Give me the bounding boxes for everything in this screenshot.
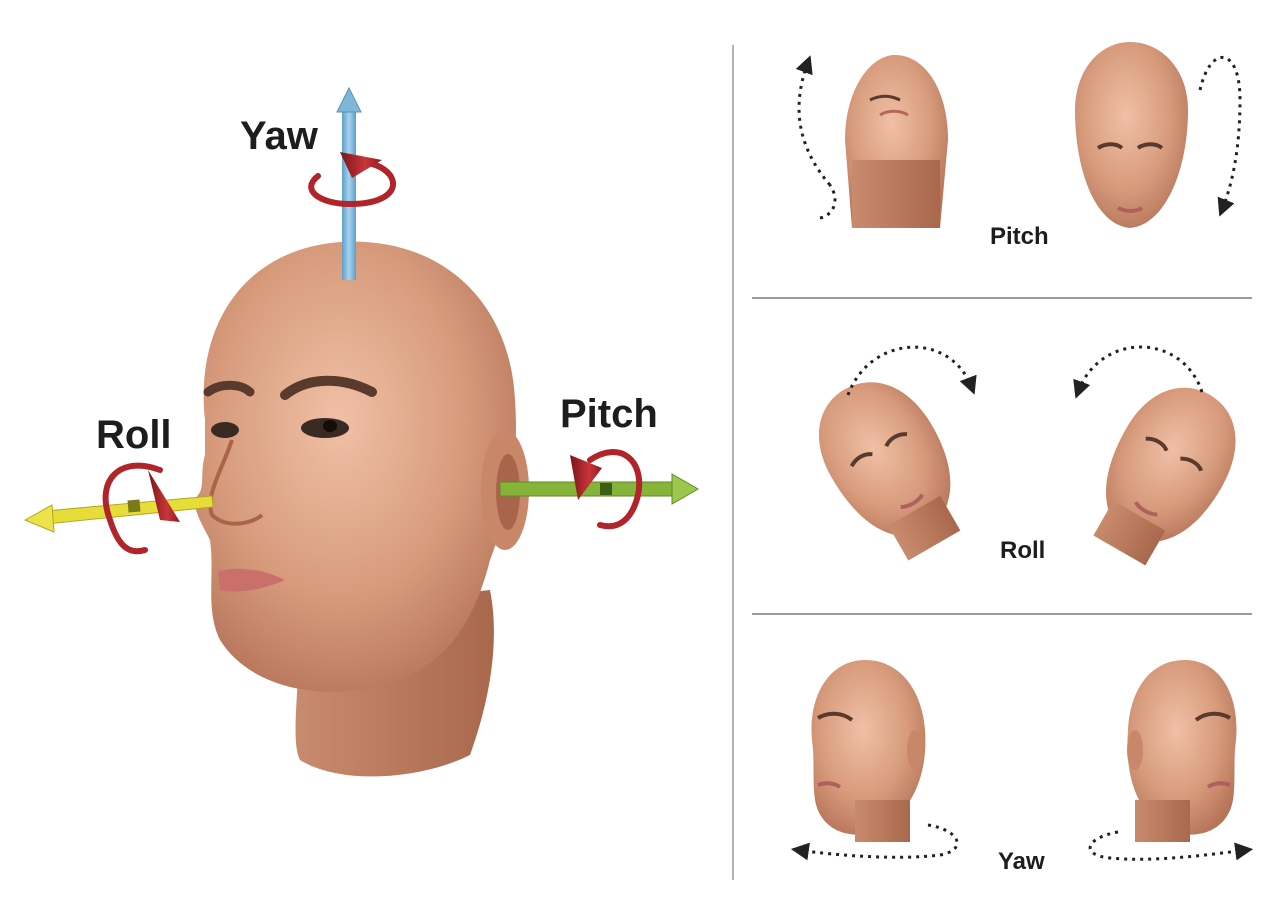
roll-label: Roll [96, 413, 172, 457]
pitch-panel-label: Pitch [990, 223, 1049, 250]
main-head [195, 241, 529, 777]
pitch-panel-graphics [795, 42, 1242, 228]
head-looking-down [1075, 42, 1188, 228]
yaw-rotation-arrow [308, 152, 396, 208]
roll-rotation-arrow [102, 462, 180, 555]
yaw-panel-graphics [790, 660, 1254, 861]
yaw-axis [336, 86, 362, 280]
roll-panel-label: Roll [1000, 537, 1046, 564]
head-tilted-left [818, 382, 961, 561]
head-turned-left [811, 660, 926, 842]
head-tilted-right [1093, 387, 1236, 566]
roll-panel-graphics [818, 345, 1236, 566]
pitch-axis [499, 473, 700, 505]
pitch-label: Pitch [560, 392, 658, 436]
pitch-rotation-arrow [570, 449, 643, 530]
yaw-label: Yaw [240, 114, 318, 158]
head-turned-right [1127, 660, 1237, 842]
roll-axis [23, 495, 214, 533]
head-looking-up [845, 55, 948, 228]
yaw-panel-label: Yaw [998, 848, 1045, 875]
